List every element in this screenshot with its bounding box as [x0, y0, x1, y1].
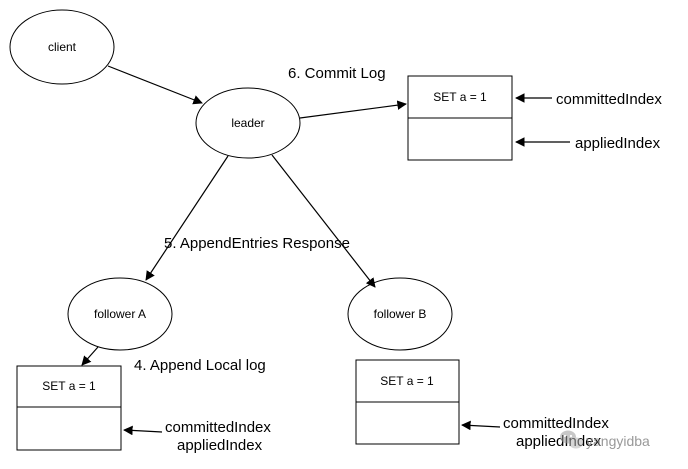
wechat-icon	[560, 430, 583, 449]
follower-a-log-box: SET a = 1	[16, 365, 122, 451]
follower-b-committed-arrow	[461, 420, 501, 431]
commit-log-label: 6. Commit Log	[288, 65, 386, 82]
follower-a-applied-index-label: appliedIndex	[177, 437, 263, 454]
follower-a-to-log-arrow	[81, 346, 99, 366]
follower-b-committed-index-label: committedIndex	[503, 415, 609, 432]
follower-b-log-box: SET a = 1	[355, 359, 460, 445]
leader-committed-index-label: committedIndex	[556, 91, 662, 108]
watermark: yangyidba	[560, 430, 650, 449]
follower-b-node: follower B	[347, 277, 453, 351]
leader-to-log-arrow	[299, 100, 407, 119]
follower-a-log-entry: SET a = 1	[42, 379, 96, 393]
leader-log-entry: SET a = 1	[433, 90, 487, 104]
leader-log-box: SET a = 1	[407, 75, 513, 161]
watermark-text: yangyidba	[586, 433, 650, 449]
follower-b-label: follower B	[374, 307, 427, 321]
leader-node: leader	[195, 87, 301, 159]
follower-b-log-entry: SET a = 1	[380, 374, 434, 388]
client-node: client	[9, 9, 115, 85]
follower-a-committed-arrow	[123, 425, 163, 436]
leader-applied-index-label: appliedIndex	[575, 135, 661, 152]
append-entries-response-label: 5. AppendEntries Response	[164, 235, 350, 252]
leader-to-follower-b-arrow	[271, 154, 376, 288]
follower-a-committed-index-label: committedIndex	[165, 419, 271, 436]
client-label: client	[48, 40, 77, 54]
leader-to-follower-a-arrow	[145, 155, 229, 281]
follower-a-label: follower A	[94, 307, 146, 321]
follower-a-node: follower A	[67, 277, 173, 351]
append-local-log-label: 4. Append Local log	[134, 357, 266, 374]
client-to-leader-arrow	[107, 65, 203, 105]
leader-label: leader	[231, 116, 264, 130]
